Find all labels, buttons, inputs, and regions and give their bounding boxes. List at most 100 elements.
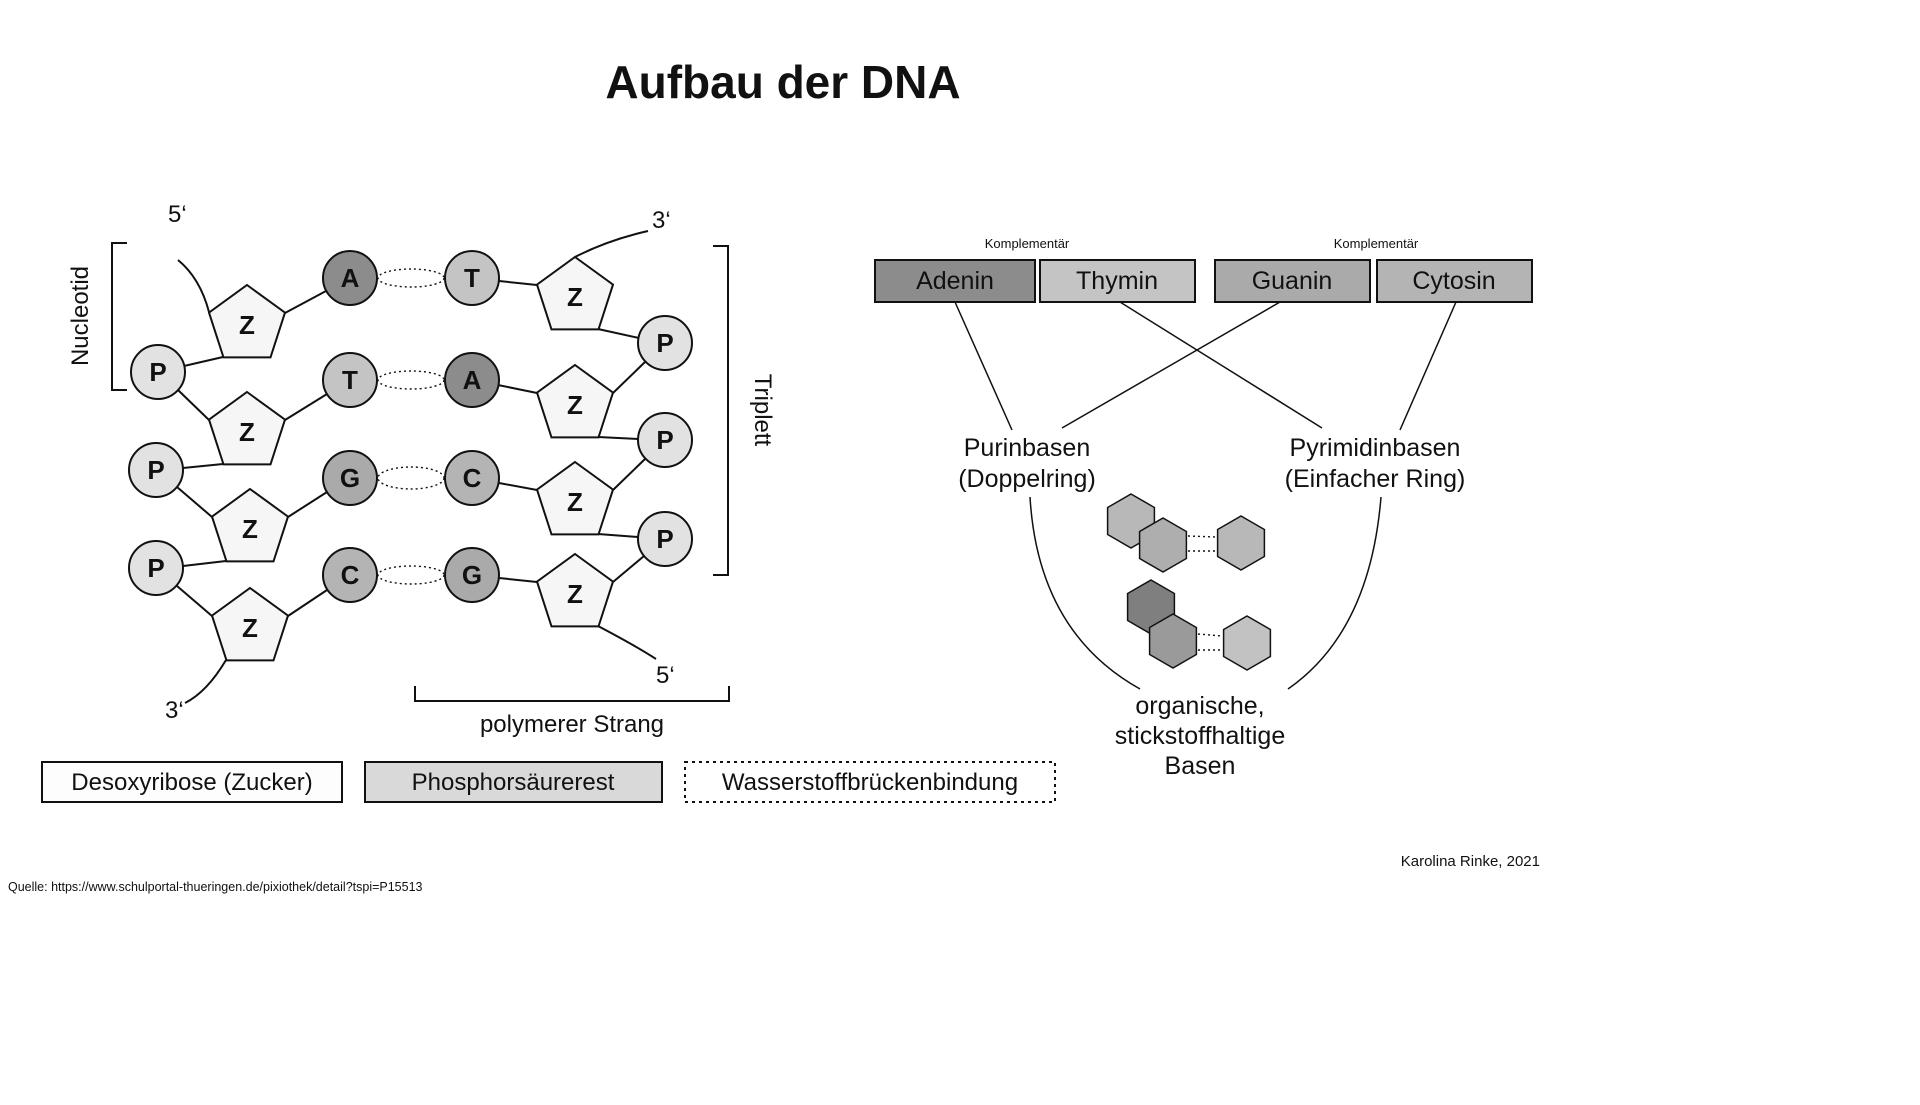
ring-hydrogen-bonds: [1187, 535, 1223, 651]
legend-box-desoxyribose: [41, 761, 343, 803]
sugar-letter: Z: [567, 390, 583, 420]
base-circle-g: [444, 547, 500, 603]
phosphate-circle: [130, 344, 186, 400]
base-circle-t: [322, 352, 378, 408]
backbone-segment: [177, 389, 210, 421]
right-strand-backbone: [497, 230, 657, 660]
purinbasen-sublabel: (Doppelring): [958, 465, 1096, 493]
base-circles: [322, 250, 500, 603]
backbone-segment: [176, 585, 213, 617]
base-letter: C: [463, 463, 482, 493]
phosphate-circle: [637, 412, 693, 468]
triplett-bracket: [713, 245, 729, 576]
sugar-letter: Z: [567, 487, 583, 517]
adenin-purin-line: [954, 301, 1013, 431]
polymer-strand-label: polymerer Strang: [480, 711, 664, 738]
phosphate-circle: [637, 511, 693, 567]
cytosin-label: Cytosin: [1412, 267, 1495, 295]
phosphate-circle: [128, 442, 184, 498]
phosphate-letter: P: [656, 328, 673, 358]
five-prime-bottom-label: 5‘: [656, 662, 675, 689]
sugar-letter: Z: [567, 579, 583, 609]
base-letter: A: [463, 365, 482, 395]
backbone-segment: [497, 384, 538, 394]
backbone-segment: [498, 577, 538, 583]
backbone-segment: [182, 463, 224, 469]
base-letters: A T G C T A C G: [340, 263, 482, 590]
legend-label-phosphor: Phosphorsäurerest: [412, 769, 615, 796]
base-circle-a: [322, 250, 378, 306]
phosphate-letter: P: [147, 455, 164, 485]
base-circle-c: [444, 450, 500, 506]
polymer-strand-bracket: [414, 686, 730, 702]
pyrimidine-ring-hexagon: [1222, 615, 1272, 671]
pyrimidinbasen-sublabel: (Einfacher Ring): [1285, 465, 1466, 493]
ring-bond-dots: [1187, 535, 1217, 538]
adenin-label: Adenin: [916, 267, 994, 295]
phosphate-letter: P: [147, 553, 164, 583]
cytosin-pyrimidin-line: [1399, 301, 1457, 431]
backbone-segment: [597, 328, 640, 339]
source-reference: Quelle: https://www.schulportal-thuering…: [8, 880, 423, 894]
backbone-segment: [284, 393, 328, 421]
hydrogen-bond: [377, 565, 445, 585]
classification-lines: [954, 301, 1457, 431]
backbone-segment: [184, 659, 227, 704]
sugar-letter: Z: [239, 310, 255, 340]
purinbasen-label: Purinbasen: [964, 434, 1090, 462]
base-letter: T: [342, 365, 358, 395]
backbone-segment: [612, 458, 646, 491]
cytosin-box: [1376, 259, 1533, 303]
ring-bond-dots: [1197, 633, 1223, 637]
pyrimidinbasen-label: Pyrimidinbasen: [1290, 434, 1461, 462]
komplementaer-left-label: Komplementär: [985, 236, 1070, 251]
pyrimidine-ring-hexagon: [1216, 515, 1266, 571]
sugar-letters: Z Z Z Z Z Z Z Z: [239, 282, 583, 643]
backbone-segment: [597, 436, 639, 440]
backbone-segment: [612, 361, 646, 394]
phosphate-letter: P: [656, 425, 673, 455]
base-letter: T: [464, 263, 480, 293]
phosphate-letter: P: [149, 357, 166, 387]
page-title: Aufbau der DNA: [605, 56, 960, 108]
backbone-segment: [177, 259, 210, 313]
three-prime-top-label: 3‘: [652, 207, 671, 234]
legend-label-wasserstoff: Wasserstoffbrückenbindung: [722, 769, 1018, 796]
thymin-box: [1039, 259, 1196, 303]
guanin-label: Guanin: [1252, 267, 1333, 295]
author-credit: Karolina Rinke, 2021: [1401, 853, 1540, 870]
legend: Desoxyribose (Zucker) Phosphorsäurerest …: [41, 761, 1056, 803]
hydrogen-bonds: [377, 268, 445, 585]
base-letter: G: [462, 560, 482, 590]
thymin-pyrimidin-line: [1119, 301, 1323, 429]
legend-label-desoxyribose: Desoxyribose (Zucker): [71, 769, 312, 796]
backbone-segment: [597, 533, 639, 538]
legend-box-wasserstoff: [684, 761, 1056, 803]
backbone-segment: [176, 486, 213, 518]
organic-bases-line1: organische,: [1135, 692, 1264, 720]
phosphate-circles: [128, 315, 693, 596]
funnel-curve-left: [1029, 496, 1141, 690]
organic-bases-line3: Basen: [1165, 752, 1236, 780]
phosphate-circle: [128, 540, 184, 596]
hydrogen-bond: [377, 466, 445, 490]
five-prime-top-label: 5‘: [168, 201, 187, 228]
backbone-segment: [612, 555, 645, 583]
base-circle-c: [322, 547, 378, 603]
phosphate-circle: [637, 315, 693, 371]
base-letter: G: [340, 463, 360, 493]
sugar-letter: Z: [567, 282, 583, 312]
nucleotid-bracket: [111, 242, 127, 391]
adenin-box: [874, 259, 1036, 303]
hydrogen-bond: [377, 268, 445, 288]
thymin-label: Thymin: [1076, 267, 1158, 295]
nucleotid-label: Nucleotid: [67, 266, 94, 366]
backbone-segment: [574, 230, 649, 258]
backbone-segment: [284, 290, 327, 314]
sugar-letter: Z: [242, 613, 258, 643]
organic-bases-line2: stickstoffhaltige: [1115, 722, 1285, 750]
three-prime-bottom-label: 3‘: [165, 697, 184, 724]
backbone-segment: [287, 491, 328, 518]
